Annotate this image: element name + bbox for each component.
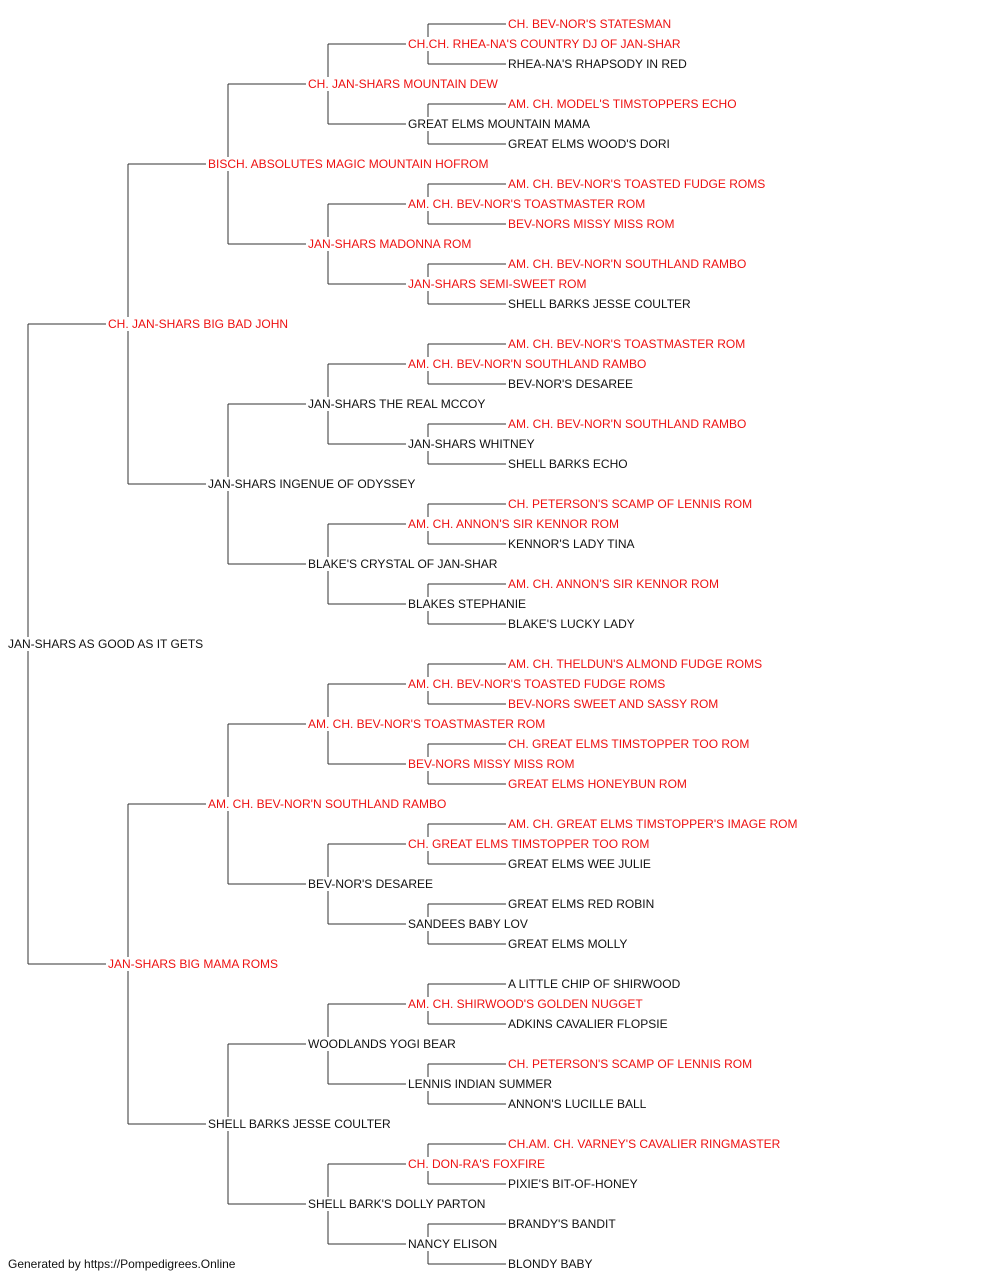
dog-name-gen-5: BEV-NORS SWEET AND SASSY ROM xyxy=(508,697,721,711)
dog-name-gen-4: CH. DON-RA'S FOXFIRE xyxy=(408,1157,547,1171)
dog-name-gen-5: AM. CH. THELDUN'S ALMOND FUDGE ROMS xyxy=(508,657,765,671)
dog-name-gen-3: SHELL BARK'S DOLLY PARTON xyxy=(308,1197,488,1211)
dog-name-gen-5: CH.AM. CH. VARNEY'S CAVALIER RINGMASTER xyxy=(508,1137,783,1151)
dog-name-gen-5: AM. CH. BEV-NOR'N SOUTHLAND RAMBO xyxy=(508,257,749,271)
dog-name-gen-3: CH. JAN-SHARS MOUNTAIN DEW xyxy=(308,77,500,91)
dog-name-gen-5: GREAT ELMS WEE JULIE xyxy=(508,857,653,871)
dog-name-gen-4: CH.CH. RHEA-NA'S COUNTRY DJ OF JAN-SHAR xyxy=(408,37,683,51)
dog-name-gen-4: CH. GREAT ELMS TIMSTOPPER TOO ROM xyxy=(408,837,652,851)
dog-name-gen-4: GREAT ELMS MOUNTAIN MAMA xyxy=(408,117,593,131)
dog-name-gen-5: GREAT ELMS RED ROBIN xyxy=(508,897,657,911)
dog-name-gen-5: BRANDY'S BANDIT xyxy=(508,1217,618,1231)
dog-name-gen-2: SHELL BARKS JESSE COULTER xyxy=(208,1117,393,1131)
dog-name-gen-5: AM. CH. BEV-NOR'S TOASTMASTER ROM xyxy=(508,337,748,351)
dog-name-gen-4: AM. CH. BEV-NOR'S TOASTED FUDGE ROMS xyxy=(408,677,668,691)
dog-name-gen-5: AM. CH. GREAT ELMS TIMSTOPPER'S IMAGE RO… xyxy=(508,817,800,831)
dog-name-gen-3: AM. CH. BEV-NOR'S TOASTMASTER ROM xyxy=(308,717,548,731)
dog-name-gen-5: GREAT ELMS WOOD'S DORI xyxy=(508,137,672,151)
dog-name-gen-4: NANCY ELISON xyxy=(408,1237,500,1251)
dog-name-gen-4: SANDEES BABY LOV xyxy=(408,917,530,931)
dog-name-gen-2: BISCH. ABSOLUTES MAGIC MOUNTAIN HOFROM xyxy=(208,157,491,171)
dog-name-gen-5: BLAKE'S LUCKY LADY xyxy=(508,617,637,631)
dog-name-gen-5: AM. CH. MODEL'S TIMSTOPPERS ECHO xyxy=(508,97,739,111)
dog-name-gen-5: PIXIE'S BIT-OF-HONEY xyxy=(508,1177,640,1191)
dog-name-gen-0: JAN-SHARS AS GOOD AS IT GETS xyxy=(8,637,206,651)
dog-name-gen-5: KENNOR'S LADY TINA xyxy=(508,537,637,551)
dog-name-gen-5: CH. BEV-NOR'S STATESMAN xyxy=(508,17,674,31)
dog-name-gen-5: CH. GREAT ELMS TIMSTOPPER TOO ROM xyxy=(508,737,752,751)
dog-name-gen-5: SHELL BARKS ECHO xyxy=(508,457,630,471)
dog-name-gen-1: JAN-SHARS BIG MAMA ROMS xyxy=(108,957,281,971)
dog-name-gen-2: AM. CH. BEV-NOR'N SOUTHLAND RAMBO xyxy=(208,797,449,811)
dog-name-gen-4: AM. CH. BEV-NOR'S TOASTMASTER ROM xyxy=(408,197,648,211)
dog-name-gen-3: BEV-NOR'S DESAREE xyxy=(308,877,435,891)
dog-name-gen-5: GREAT ELMS HONEYBUN ROM xyxy=(508,777,689,791)
dog-name-gen-5: ANNON'S LUCILLE BALL xyxy=(508,1097,649,1111)
generator-credit: Generated by https://Pompedigrees.Online xyxy=(8,1257,236,1271)
dog-name-gen-4: BLAKES STEPHANIE xyxy=(408,597,529,611)
dog-name-gen-5: BEV-NORS MISSY MISS ROM xyxy=(508,217,677,231)
dog-name-gen-5: AM. CH. ANNON'S SIR KENNOR ROM xyxy=(508,577,721,591)
dog-name-gen-5: CH. PETERSON'S SCAMP OF LENNIS ROM xyxy=(508,497,755,511)
dog-name-gen-5: CH. PETERSON'S SCAMP OF LENNIS ROM xyxy=(508,1057,755,1071)
dog-name-gen-3: BLAKE'S CRYSTAL OF JAN-SHAR xyxy=(308,557,500,571)
dog-name-gen-5: RHEA-NA'S RHAPSODY IN RED xyxy=(508,57,689,71)
dog-name-gen-4: AM. CH. ANNON'S SIR KENNOR ROM xyxy=(408,517,621,531)
dog-name-gen-5: BEV-NOR'S DESAREE xyxy=(508,377,635,391)
dog-name-gen-4: JAN-SHARS SEMI-SWEET ROM xyxy=(408,277,589,291)
dog-name-gen-3: WOODLANDS YOGI BEAR xyxy=(308,1037,458,1051)
dog-name-gen-5: BLONDY BABY xyxy=(508,1257,595,1271)
dog-name-gen-5: AM. CH. BEV-NOR'N SOUTHLAND RAMBO xyxy=(508,417,749,431)
dog-name-gen-5: A LITTLE CHIP OF SHIRWOOD xyxy=(508,977,683,991)
dog-name-gen-5: AM. CH. BEV-NOR'S TOASTED FUDGE ROMS xyxy=(508,177,768,191)
dog-name-gen-5: ADKINS CAVALIER FLOPSIE xyxy=(508,1017,670,1031)
dog-name-gen-4: JAN-SHARS WHITNEY xyxy=(408,437,537,451)
dog-name-gen-4: AM. CH. BEV-NOR'N SOUTHLAND RAMBO xyxy=(408,357,649,371)
dog-name-gen-3: JAN-SHARS THE REAL MCCOY xyxy=(308,397,488,411)
dog-name-gen-1: CH. JAN-SHARS BIG BAD JOHN xyxy=(108,317,291,331)
dog-name-gen-3: JAN-SHARS MADONNA ROM xyxy=(308,237,474,251)
dog-name-gen-4: BEV-NORS MISSY MISS ROM xyxy=(408,757,577,771)
dog-name-gen-2: JAN-SHARS INGENUE OF ODYSSEY xyxy=(208,477,418,491)
dog-name-gen-4: AM. CH. SHIRWOOD'S GOLDEN NUGGET xyxy=(408,997,645,1011)
dog-name-gen-5: SHELL BARKS JESSE COULTER xyxy=(508,297,693,311)
dog-name-gen-5: GREAT ELMS MOLLY xyxy=(508,937,630,951)
dog-name-gen-4: LENNIS INDIAN SUMMER xyxy=(408,1077,555,1091)
